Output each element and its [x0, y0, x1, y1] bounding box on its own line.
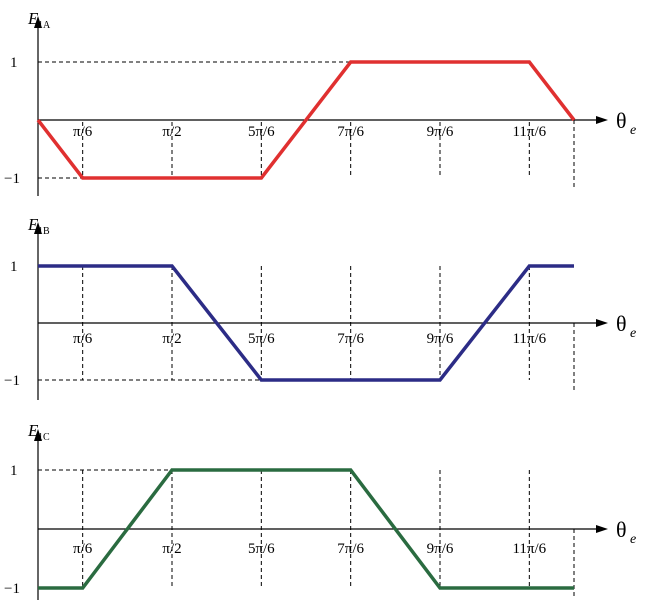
x-tick-label-pi-2: π/2: [162, 541, 181, 557]
x-tick-label-pi-6: π/6: [73, 124, 93, 140]
y-tick-label-minus-one: −1: [4, 171, 20, 187]
x-tick-label-7pi-6: 7π/6: [337, 124, 364, 140]
x-tick-label-7pi-6: 7π/6: [337, 331, 364, 347]
x-tick-label-pi-2: π/2: [162, 331, 181, 347]
y-axis-arrow: [34, 222, 42, 234]
x-tick-label-pi-2: π/2: [162, 124, 181, 140]
x-axis-arrow: [596, 319, 608, 327]
x-tick-label-11pi-6: 11π/6: [512, 331, 546, 347]
x-axis-label-subscript: e: [630, 326, 636, 341]
y-tick-label-plus-one: 1: [10, 259, 18, 275]
y-tick-label-plus-one: 1: [10, 463, 18, 479]
y-axis-label: E: [27, 421, 39, 440]
y-axis-label-subscript: 1B: [38, 226, 50, 237]
x-tick-label-pi-6: π/6: [73, 541, 93, 557]
y-axis-arrow: [34, 16, 42, 28]
x-tick-label-5pi-6: 5π/6: [248, 331, 275, 347]
x-tick-label-9pi-6: 9π/6: [427, 331, 454, 347]
y-axis-arrow: [34, 429, 42, 441]
y-tick-label-minus-one: −1: [4, 581, 20, 597]
x-axis-label: θ: [616, 108, 627, 133]
x-tick-label-5pi-6: 5π/6: [248, 541, 275, 557]
y-tick-label-minus-one: −1: [4, 373, 20, 389]
x-tick-label-9pi-6: 9π/6: [427, 541, 454, 557]
x-axis-label: θ: [616, 517, 627, 542]
x-tick-label-11pi-6: 11π/6: [512, 124, 546, 140]
y-axis-label: E: [27, 215, 39, 234]
x-axis-arrow: [596, 116, 608, 124]
waveform-line: [38, 264, 574, 382]
x-axis-label-subscript: e: [630, 532, 636, 547]
y-axis-label-subscript: 1A: [38, 20, 51, 31]
x-tick-label-5pi-6: 5π/6: [248, 124, 275, 140]
waveform-line: [38, 468, 574, 590]
y-axis-label-subscript: 1C: [38, 432, 50, 443]
y-axis-label: E: [27, 9, 39, 28]
x-axis-arrow: [596, 525, 608, 533]
x-tick-label-9pi-6: 9π/6: [427, 124, 454, 140]
x-tick-label-pi-6: π/6: [73, 331, 93, 347]
x-tick-label-11pi-6: 11π/6: [512, 541, 546, 557]
x-axis-label-subscript: e: [630, 123, 636, 138]
x-axis-label: θ: [616, 311, 627, 336]
waveform-line: [36, 60, 576, 180]
x-tick-label-7pi-6: 7π/6: [337, 541, 364, 557]
y-tick-label-plus-one: 1: [10, 55, 18, 71]
